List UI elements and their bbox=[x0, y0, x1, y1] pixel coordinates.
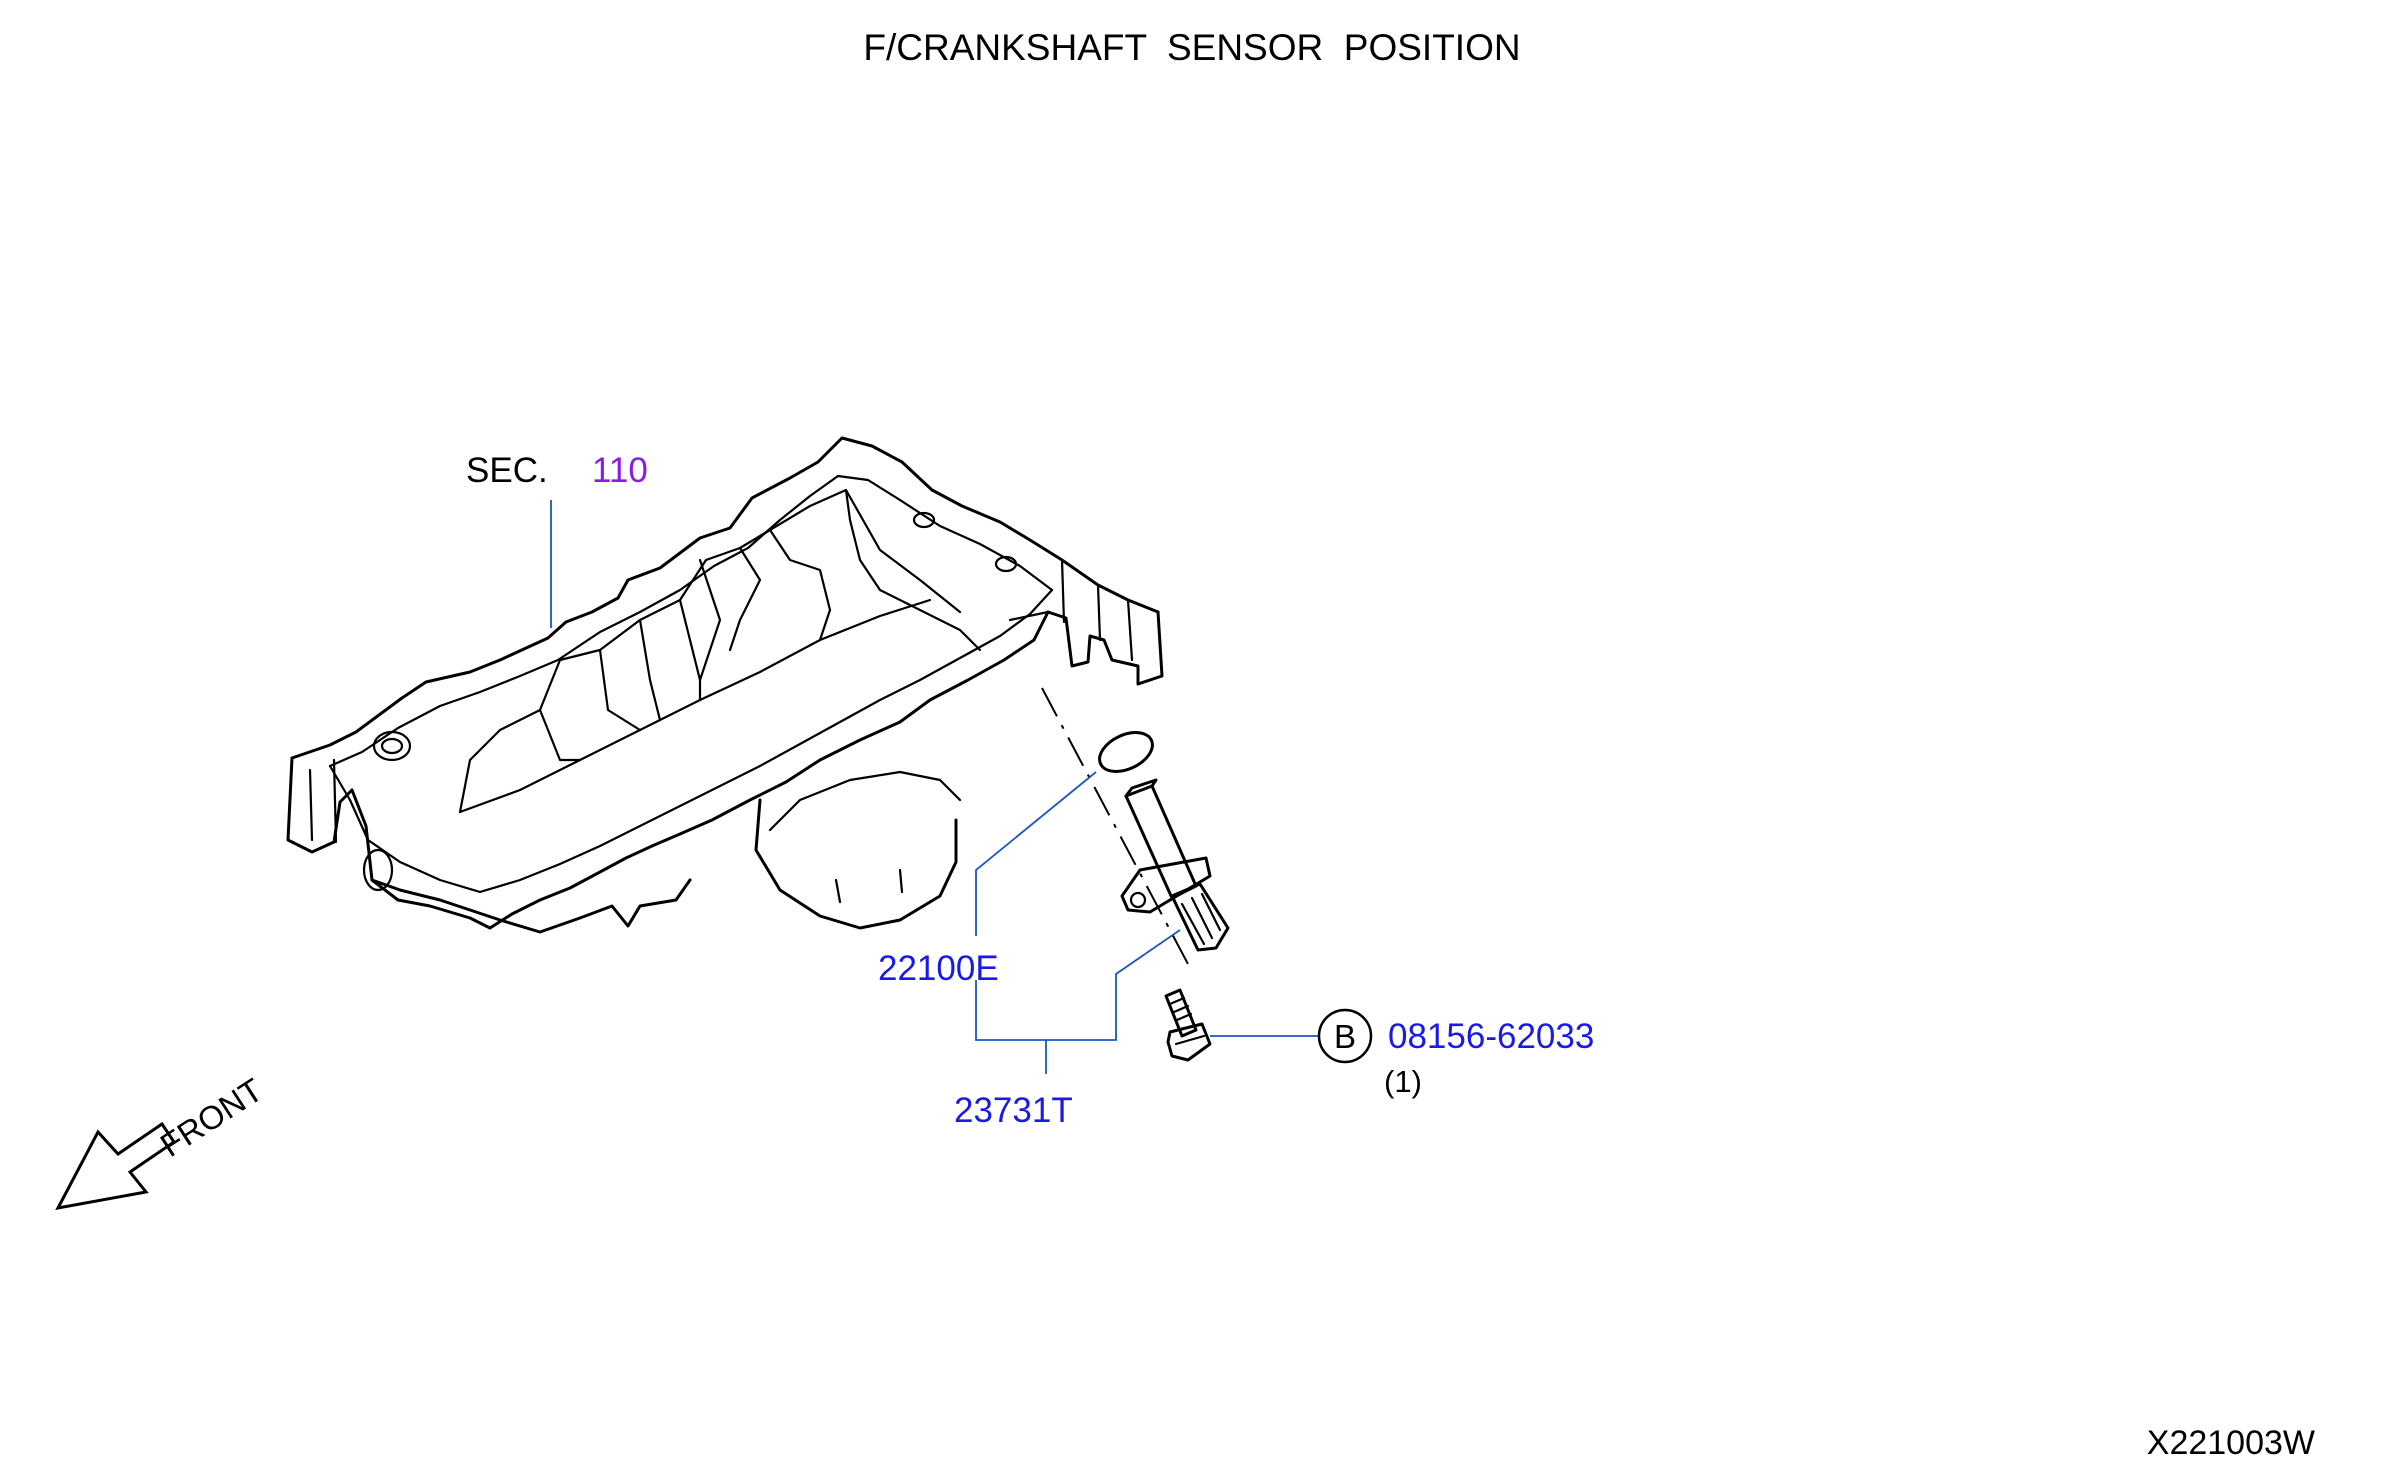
section-prefix: SEC. bbox=[466, 451, 548, 490]
o-ring bbox=[1098, 731, 1154, 773]
sensor-axis-line bbox=[1041, 687, 1189, 965]
section-number-link[interactable]: 110 bbox=[592, 451, 648, 490]
part-number-22100E[interactable]: 22100E bbox=[878, 949, 999, 988]
part-number-08156-62033[interactable]: 08156-62033 bbox=[1388, 1017, 1594, 1056]
bolt-quantity: (1) bbox=[1384, 1064, 1422, 1099]
front-direction-indicator: FRONT bbox=[55, 1071, 269, 1211]
leader-23731T bbox=[975, 929, 1181, 1041]
part-number-23731T[interactable]: 23731T bbox=[954, 1091, 1073, 1130]
drawing-id: X221003W bbox=[2147, 1424, 2315, 1462]
leader-22100E bbox=[975, 771, 1097, 936]
oil-pan-drawing bbox=[286, 436, 1164, 934]
bolt-code: B bbox=[1334, 1018, 1356, 1055]
crankshaft-position-sensor bbox=[1120, 778, 1230, 952]
front-label: FRONT bbox=[154, 1071, 269, 1164]
front-arrow-icon bbox=[55, 1121, 177, 1211]
flange-bolt bbox=[1164, 988, 1212, 1062]
bolt-code-circle bbox=[1317, 1008, 1373, 1064]
diagram-title: F/CRANKSHAFT SENSOR POSITION bbox=[863, 27, 1520, 68]
